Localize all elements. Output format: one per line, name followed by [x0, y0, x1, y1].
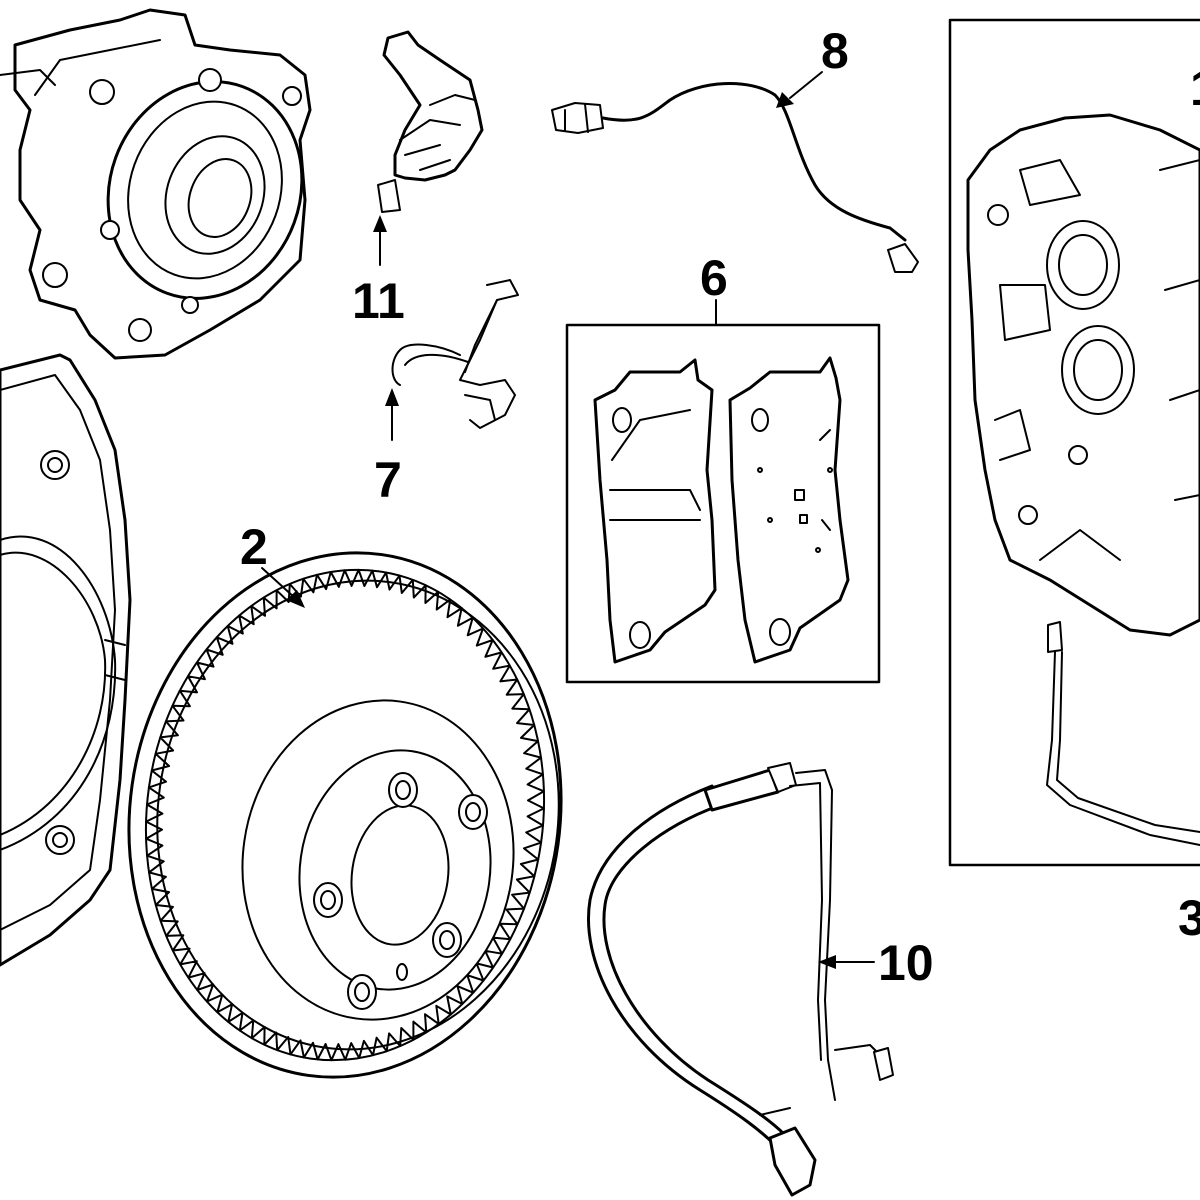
callout-1: 1 — [1190, 60, 1200, 116]
rotor-vent-pattern — [145, 568, 545, 1062]
brake-pad-set-part — [565, 323, 881, 684]
callout-10: 10 — [878, 935, 934, 991]
leader-lines — [261, 71, 875, 969]
wear-sensor-8-part — [551, 82, 919, 273]
callout-7: 7 — [374, 452, 402, 508]
rotor-bolt-holes — [313, 772, 488, 1010]
brake-hose-part — [587, 762, 894, 1197]
callout-6: 6 — [700, 250, 728, 306]
clip-7-part — [391, 279, 519, 429]
wheel-hub-part — [0, 8, 312, 360]
brake-rotor-part — [127, 551, 563, 1079]
callout-3: 3 — [1178, 890, 1200, 946]
dust-shield-part — [0, 353, 132, 967]
callout-11: 11 — [352, 273, 405, 329]
callout-2: 2 — [240, 519, 268, 575]
sensor-11-part — [377, 30, 484, 213]
rotor-vent-teeth — [145, 568, 545, 1062]
callout-8: 8 — [821, 23, 849, 79]
brake-caliper-part — [948, 18, 1200, 867]
callout-labels: 2 3 6 7 8 10 11 1 — [240, 23, 1200, 991]
